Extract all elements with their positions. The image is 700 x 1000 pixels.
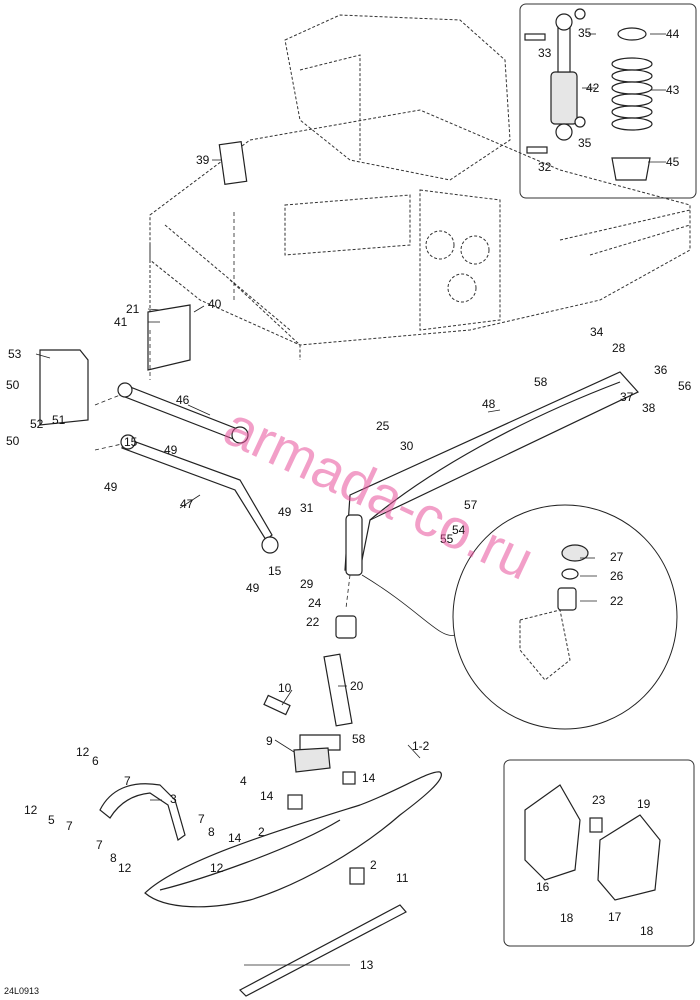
callout-14c: 14 <box>228 831 242 845</box>
reference-code: 24L0913 <box>4 986 39 996</box>
callout-50a: 50 <box>6 378 20 392</box>
callout-32: 32 <box>538 160 552 174</box>
spindle <box>263 514 363 773</box>
callout-44: 44 <box>666 27 680 41</box>
radius-rods <box>117 382 279 554</box>
callout-12b: 12 <box>24 803 38 817</box>
callout-29: 29 <box>300 577 314 591</box>
callout-2a: 2 <box>258 825 265 839</box>
callout-55: 55 <box>440 532 454 546</box>
callout-7d: 7 <box>96 838 103 852</box>
callout-43: 43 <box>666 83 680 97</box>
callout-8a: 8 <box>208 825 215 839</box>
callout-30: 30 <box>400 439 414 453</box>
callout-16: 16 <box>536 880 550 894</box>
callout-2b: 2 <box>370 858 377 872</box>
trailing-arm <box>344 371 639 571</box>
callout-7b: 7 <box>66 819 73 833</box>
callout-22b: 22 <box>610 594 624 608</box>
shock-spring <box>611 27 653 181</box>
callout-10: 10 <box>278 681 292 695</box>
callout-1-2: 1-2 <box>412 739 430 753</box>
callout-18a: 18 <box>560 911 574 925</box>
callout-12a: 12 <box>76 745 90 759</box>
callout-46: 46 <box>176 393 190 407</box>
ski <box>99 771 442 997</box>
callout-13: 13 <box>360 958 374 972</box>
callout-labels: 1-2 2 2 3 4 5 6 7 7 7 7 8 8 9 10 11 12 1… <box>6 26 692 972</box>
callout-49a: 49 <box>164 443 178 457</box>
shock-absorber <box>524 8 586 154</box>
callout-26: 26 <box>610 569 624 583</box>
callout-56: 56 <box>678 379 692 393</box>
callout-11: 11 <box>396 871 409 885</box>
callout-15b: 15 <box>268 564 282 578</box>
callout-7c: 7 <box>198 812 205 826</box>
callout-48: 48 <box>482 397 496 411</box>
callout-17: 17 <box>608 910 622 924</box>
callout-24: 24 <box>308 596 322 610</box>
callout-58b: 58 <box>352 732 366 746</box>
callout-28: 28 <box>612 341 626 355</box>
callout-22a: 22 <box>306 615 320 629</box>
callout-47: 47 <box>180 497 194 511</box>
callout-42: 42 <box>586 81 600 95</box>
detail-parts <box>519 544 589 681</box>
bracket-39 <box>218 140 248 186</box>
callout-34: 34 <box>590 325 604 339</box>
callout-51: 51 <box>52 413 66 427</box>
callout-12d: 12 <box>118 861 132 875</box>
callout-57: 57 <box>464 498 478 512</box>
callout-23: 23 <box>592 793 606 807</box>
callout-5: 5 <box>48 813 55 827</box>
callout-15a: 15 <box>124 435 138 449</box>
chassis-frame <box>149 14 691 360</box>
detail-circle <box>452 504 678 730</box>
bracket-53 <box>39 349 89 426</box>
callout-18b: 18 <box>640 924 654 938</box>
callout-52: 52 <box>30 417 44 431</box>
callout-14a: 14 <box>362 771 376 785</box>
callout-3: 3 <box>170 792 177 806</box>
callout-31: 31 <box>300 501 314 515</box>
callout-35a: 35 <box>578 26 592 40</box>
callout-49b: 49 <box>104 480 118 494</box>
callout-53: 53 <box>8 347 22 361</box>
callout-49d: 49 <box>246 581 260 595</box>
bracket-inset-parts <box>524 784 661 901</box>
callout-25: 25 <box>376 419 390 433</box>
callout-35b: 35 <box>578 136 592 150</box>
callout-58a: 58 <box>534 375 548 389</box>
bracket-21 <box>147 304 191 371</box>
shock-inset-box <box>519 3 697 199</box>
callout-12c: 12 <box>210 861 224 875</box>
bracket-inset-box <box>503 759 695 947</box>
callout-20: 20 <box>350 679 364 693</box>
callout-4: 4 <box>240 774 247 788</box>
callout-33: 33 <box>538 46 552 60</box>
callout-19: 19 <box>637 797 651 811</box>
callout-36: 36 <box>654 363 668 377</box>
callout-21: 21 <box>126 302 140 316</box>
callout-39: 39 <box>196 153 210 167</box>
callout-45: 45 <box>666 155 680 169</box>
callout-37: 37 <box>620 390 634 404</box>
callout-6: 6 <box>92 754 99 768</box>
detail-leader <box>361 574 456 636</box>
callout-41: 41 <box>114 315 128 329</box>
callout-49c: 49 <box>278 505 292 519</box>
callout-40: 40 <box>208 297 222 311</box>
leader-lines <box>35 33 666 966</box>
callout-14b: 14 <box>260 789 274 803</box>
callout-27: 27 <box>610 550 624 564</box>
callout-54: 54 <box>452 523 466 537</box>
callout-7a: 7 <box>124 774 131 788</box>
callout-38: 38 <box>642 401 656 415</box>
callout-50b: 50 <box>6 434 20 448</box>
callout-9: 9 <box>266 734 273 748</box>
callout-8b: 8 <box>110 851 117 865</box>
